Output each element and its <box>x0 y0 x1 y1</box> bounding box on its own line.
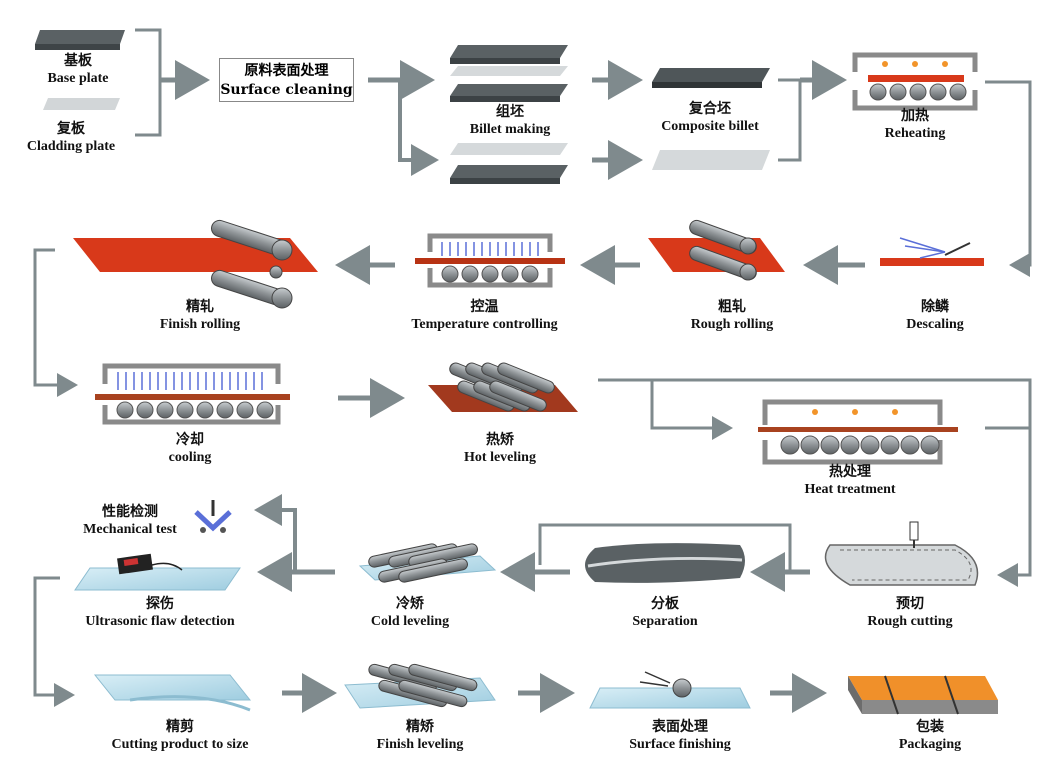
label-reheating: 加热 Reheating <box>870 107 960 143</box>
label-finish-rolling: 精轧 Finish rolling <box>140 298 260 334</box>
label-zh: 热处理 <box>829 464 871 480</box>
label-zh: 原料表面处理 <box>244 63 329 79</box>
label-cladding-plate: 复板 Cladding plate <box>15 120 127 156</box>
label-zh: 基板 <box>64 53 92 69</box>
label-en: Descaling <box>906 317 964 332</box>
label-en: Rough rolling <box>690 317 774 332</box>
reheating-furnace-icon <box>852 52 978 111</box>
label-en: Finish leveling <box>376 737 464 752</box>
separation-icon <box>585 543 745 583</box>
label-zh: 复板 <box>57 121 85 137</box>
label-hot-leveling: 热矫 Hot leveling <box>445 431 555 467</box>
surface-finishing-icon <box>589 671 751 709</box>
cooling-icon <box>95 363 290 425</box>
label-en: Packaging <box>898 737 962 752</box>
label-en: Surface finishing <box>629 737 731 752</box>
label-zh: 复合坯 <box>689 101 731 117</box>
label-en: Reheating <box>884 126 946 141</box>
label-zh: 加热 <box>901 108 929 124</box>
label-zh: 组坯 <box>496 104 524 120</box>
finish-rolling-icon <box>73 219 318 309</box>
label-cooling: 冷却 cooling <box>140 431 240 467</box>
label-en: Composite billet <box>661 119 759 134</box>
label-zh: 包装 <box>916 719 944 735</box>
label-surface-finishing: 表面处理 Surface finishing <box>610 718 750 754</box>
label-zh: 精剪 <box>166 719 194 735</box>
hot-leveling-icon <box>428 362 578 412</box>
label-en: Surface cleaning <box>220 82 353 98</box>
base-plate-icon <box>35 30 125 50</box>
label-en: Separation <box>632 614 698 629</box>
label-zh: 分板 <box>651 596 679 612</box>
heat-treatment-icon <box>758 399 958 465</box>
composite-billet-light-icon <box>652 150 770 170</box>
cladding-plate-icon <box>43 98 120 110</box>
label-en: Cladding plate <box>26 139 116 154</box>
ultrasonic-icon <box>74 553 241 591</box>
label-ultrasonic: 探伤 Ultrasonic flaw detection <box>65 595 255 631</box>
temperature-controlling-icon <box>415 233 565 288</box>
label-en: Ultrasonic flaw detection <box>85 614 235 629</box>
label-heat-treatment: 热处理 Heat treatment <box>790 463 910 499</box>
label-composite-billet: 复合坯 Composite billet <box>645 100 775 136</box>
label-zh: 精矫 <box>406 719 434 735</box>
label-separation: 分板 Separation <box>615 595 715 631</box>
label-zh: 性能检测 <box>102 504 158 520</box>
label-zh: 表面处理 <box>652 719 708 735</box>
label-en: Heat treatment <box>804 482 896 497</box>
finish-leveling-icon <box>344 663 496 709</box>
label-en: Base plate <box>47 71 109 86</box>
cold-leveling-icon <box>358 543 497 583</box>
label-zh: 精轧 <box>186 299 214 315</box>
label-rough-cutting: 预切 Rough cutting <box>855 595 965 631</box>
label-en: Hot leveling <box>464 450 536 465</box>
label-zh: 冷矫 <box>396 596 424 612</box>
label-en: Cold leveling <box>370 614 450 629</box>
rough-rolling-icon <box>648 219 785 281</box>
descaling-icon <box>880 237 984 266</box>
label-zh: 预切 <box>896 596 924 612</box>
label-zh: 除鳞 <box>921 299 949 315</box>
label-zh: 控温 <box>470 299 499 315</box>
label-en: Temperature controlling <box>411 317 558 332</box>
label-en: Rough cutting <box>867 614 953 629</box>
flow-arrows <box>33 28 1032 713</box>
label-billet-making: 组坯 Billet making <box>455 103 565 139</box>
label-cold-leveling: 冷矫 Cold leveling <box>355 595 465 631</box>
label-temperature-controlling: 控温 Temperature controlling <box>392 298 577 334</box>
packaging-icon <box>848 675 998 715</box>
label-en: Finish rolling <box>159 317 241 332</box>
label-cutting-to-size: 精剪 Cutting product to size <box>90 718 270 754</box>
label-base-plate: 基板 Base plate <box>28 52 128 88</box>
label-zh: 粗轧 <box>718 299 746 315</box>
label-zh: 热矫 <box>486 432 514 448</box>
label-en: Mechanical test <box>83 522 177 537</box>
billet-stack-icon <box>450 45 568 102</box>
label-rough-rolling: 粗轧 Rough rolling <box>672 298 792 334</box>
label-packaging: 包装 Packaging <box>880 718 980 754</box>
label-en: Billet making <box>469 122 551 137</box>
label-mechanical-test: 性能检测 Mechanical test <box>70 503 190 539</box>
surface-cleaning-box: 原料表面处理 Surface cleaning <box>219 58 354 102</box>
label-en: Cutting product to size <box>111 737 249 752</box>
mechanical-test-icon <box>194 500 232 533</box>
composite-billet-icon <box>652 68 770 88</box>
cutting-to-size-icon <box>93 674 252 712</box>
label-en: cooling <box>168 450 212 465</box>
label-finish-leveling: 精矫 Finish leveling <box>360 718 480 754</box>
label-zh: 冷却 <box>176 432 204 448</box>
rough-cutting-icon <box>824 521 979 586</box>
label-descaling: 除鳞 Descaling <box>885 298 985 334</box>
billet-lower-stack-icon <box>450 143 568 184</box>
label-zh: 探伤 <box>146 596 174 612</box>
